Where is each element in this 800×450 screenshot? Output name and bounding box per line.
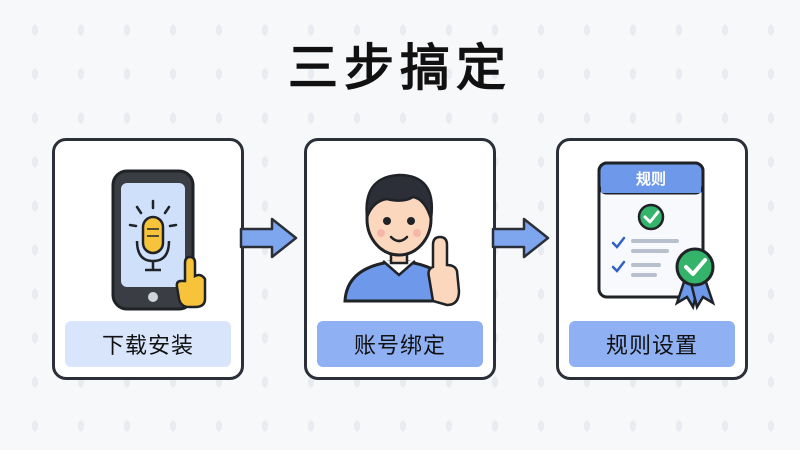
- page-title: 三步搞定: [288, 39, 512, 97]
- phone-microphone-icon: [111, 169, 207, 311]
- step-label-account: 账号绑定: [317, 321, 483, 367]
- rules-card-title: 规则: [636, 170, 666, 188]
- step-label-rules: 规则设置: [569, 321, 735, 367]
- arrow-right-icon: [491, 217, 550, 259]
- step-card-rules: 规则 规则设置: [556, 138, 748, 380]
- person-pointing-icon: [343, 173, 461, 307]
- rules-document-icon: 规则: [597, 161, 716, 311]
- step-label-download: 下载安装: [65, 321, 231, 367]
- arrow-right-icon: [239, 217, 298, 259]
- step-card-account: 账号绑定: [304, 138, 496, 380]
- step-card-download: 下载安装: [52, 138, 244, 380]
